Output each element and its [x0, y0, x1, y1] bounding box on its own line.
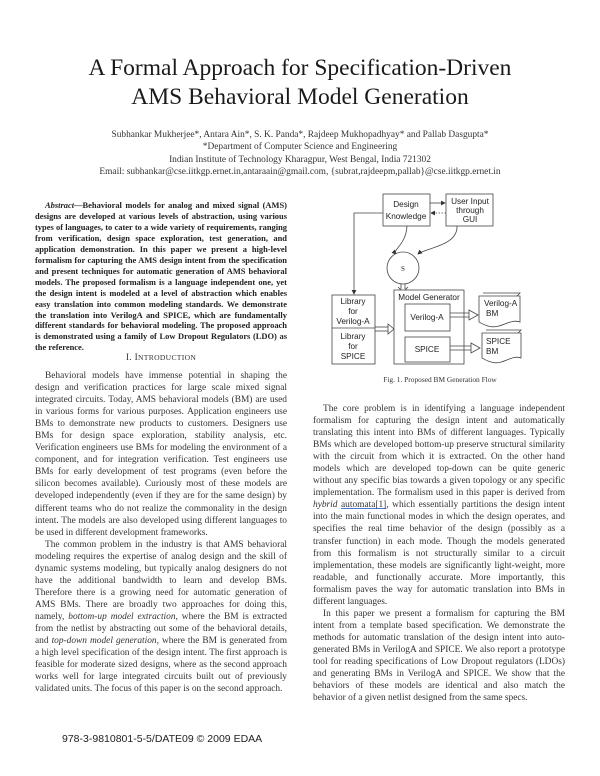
spice-bm-document [481, 332, 522, 364]
copyright-footer: 978-3-9810801-5-5/DATE09 © 2009 EDAA [62, 733, 263, 745]
design-knowledge-label: Design [393, 200, 419, 209]
title-line-1: A Formal Approach for Specification-Driv… [88, 55, 512, 81]
svg-text:Verilog-A: Verilog-A [410, 313, 444, 322]
intro-paragraph-2: The common problem in the industry is th… [35, 539, 287, 695]
veriloga-bm-document [478, 295, 521, 328]
abstract-lead: Abstract [45, 200, 75, 210]
svg-text:through: through [456, 206, 484, 215]
svg-text:Verilog-A: Verilog-A [336, 317, 370, 326]
s-label: S [401, 265, 405, 273]
abstract: Abstract—Behavioral models for analog an… [35, 200, 287, 353]
intro-paragraph-3: The core problem is in identifying a lan… [313, 404, 565, 607]
veriloga-bm-label: Verilog-A [484, 299, 518, 308]
user-input-label: User Input [451, 197, 489, 206]
library-box [331, 294, 376, 365]
title-line-2: AMS Behavioral Model Generation [131, 84, 469, 110]
svg-text:Knowledge: Knowledge [386, 212, 427, 221]
intro-paragraph-4: In this paper we present a formalism for… [313, 608, 565, 704]
citation-link-hybrid-automata[interactable]: automata[1] [341, 500, 387, 511]
author-list: Subhankar Mukherjee*, Antara Ain*, S. K.… [111, 130, 489, 140]
svg-text:SPICE: SPICE [415, 345, 440, 354]
affiliation-department: *Department of Computer Science and Engi… [202, 142, 398, 153]
user-input-box [445, 193, 494, 227]
svg-text:for: for [348, 342, 358, 351]
design-knowledge-box [382, 193, 431, 227]
abstract-text: —Behavioral models for analog and mixed … [35, 200, 287, 353]
model-generator-label: Model Generator [398, 293, 460, 302]
library-spice-label: Library [340, 332, 366, 341]
svg-text:BM: BM [486, 347, 498, 356]
svg-text:for: for [348, 307, 358, 316]
svg-text:SPICE: SPICE [341, 352, 366, 361]
spice-bm-label: SPICE [486, 337, 511, 346]
s-circle [386, 251, 420, 285]
section-heading-introduction: I. INTRODUCTION [125, 353, 197, 363]
right-column-body: The core problem is in identifying a lan… [313, 403, 565, 704]
author-block: Subhankar Mukherjee*, Antara Ain*, S. K.… [0, 129, 600, 178]
generator-spice-box [404, 336, 451, 363]
svg-text:GUI: GUI [463, 215, 478, 224]
figure-caption: Fig. 1. Proposed BM Generation Flow [383, 375, 497, 384]
author-emails: Email: subhankar@cse.iitkgp.ernet.in,ant… [99, 166, 501, 177]
generator-veriloga-box [404, 303, 451, 332]
svg-text:BM: BM [486, 309, 498, 318]
library-veriloga-label: Library [340, 297, 366, 306]
paper-title: A Formal Approach for Specification-Driv… [0, 54, 600, 112]
left-column-body: Behavioral models have immense potential… [35, 370, 287, 695]
figure-bm-generation-flow: Design Knowledge User Input through GUI … [300, 185, 580, 385]
intro-paragraph-1: Behavioral models have immense potential… [35, 371, 287, 538]
affiliation-institute: Indian Institute of Technology Kharagpur… [169, 154, 431, 165]
